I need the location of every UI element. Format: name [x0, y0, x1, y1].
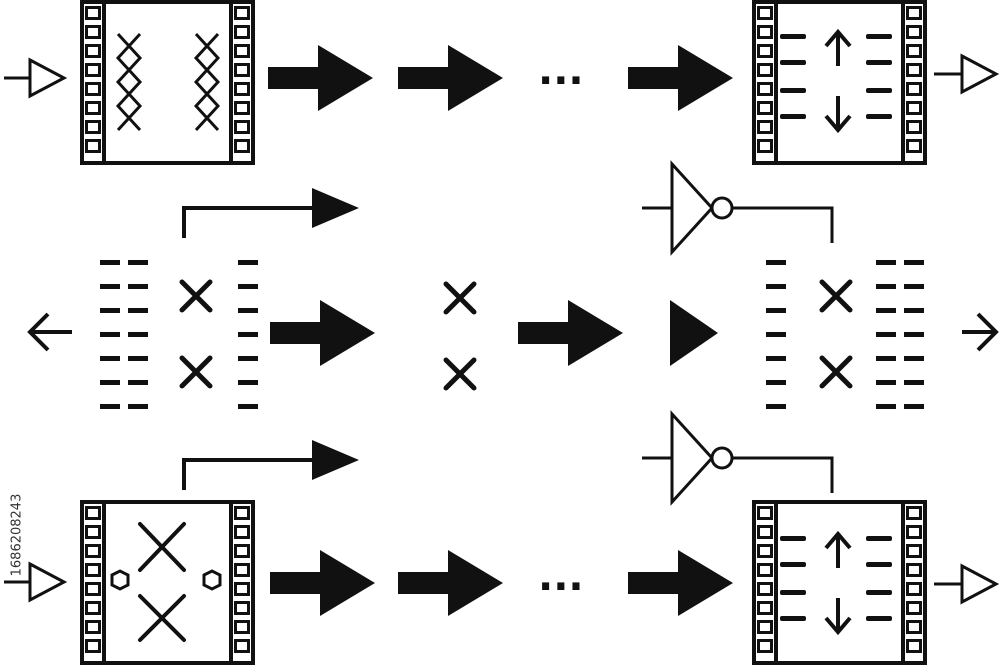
block-arrow-bottom-1 [270, 550, 375, 616]
bent-arrow-lower [182, 438, 361, 492]
not-gate-upper [640, 162, 834, 254]
side-id-label: 1686208243 [9, 493, 25, 577]
side-id-label-container: 1686208243 [2, 420, 32, 650]
block-arrow-top-2 [398, 45, 503, 111]
cross-pair-center [446, 284, 474, 388]
film-frame-top-left [80, 0, 255, 165]
arrow-left-icon [27, 312, 72, 352]
input-arrow-bottom [4, 561, 68, 603]
filled-triangle-icon [670, 300, 718, 366]
block-arrow-top-3 [628, 45, 733, 111]
arrow-right-small-icon [962, 312, 999, 352]
double-arrow-updown-icon [824, 28, 852, 134]
ellipsis-bottom: ... [538, 554, 584, 600]
output-arrow-top [934, 53, 1000, 95]
block-arrow-bottom-2 [398, 550, 503, 616]
block-arrow-top-1 [268, 45, 373, 111]
film-frame-bottom-left [80, 500, 255, 665]
block-arrow-bottom-3 [628, 550, 733, 616]
block-arrow-middle-1 [270, 300, 375, 366]
bar-grid-right [766, 260, 924, 409]
bar-grid-left [100, 260, 258, 409]
bent-arrow-upper [182, 186, 361, 240]
input-arrow-top [4, 57, 68, 99]
ellipsis-top: ... [538, 48, 584, 94]
output-arrow-bottom [934, 563, 1000, 605]
double-arrow-updown-icon [824, 530, 852, 636]
film-frame-bottom-right [752, 500, 927, 665]
not-gate-lower [640, 412, 834, 504]
block-arrow-middle-2 [518, 300, 623, 366]
film-frame-top-right [752, 0, 927, 165]
